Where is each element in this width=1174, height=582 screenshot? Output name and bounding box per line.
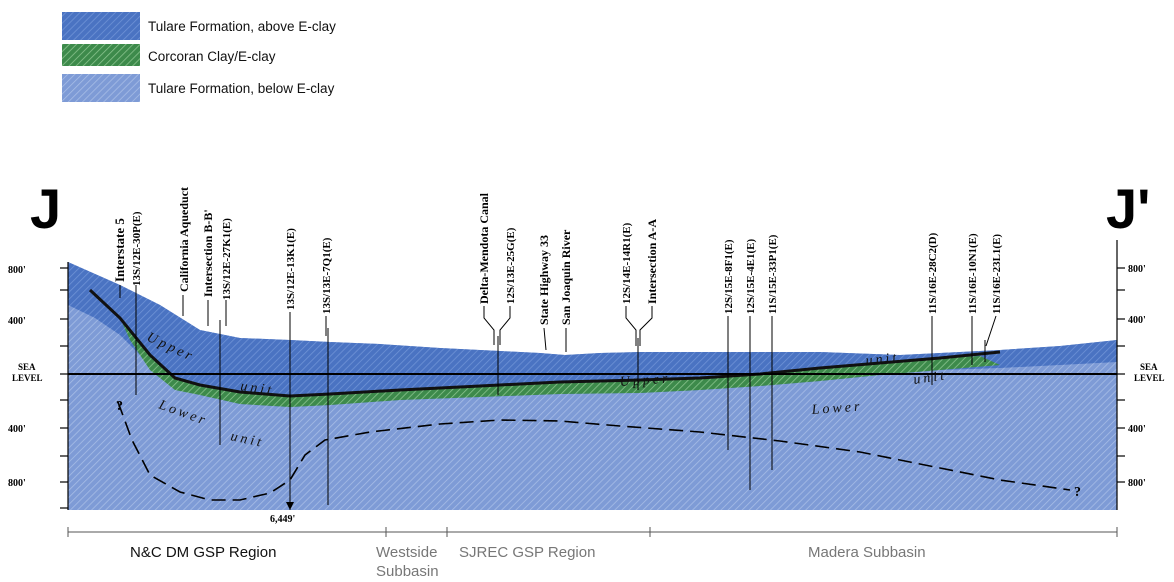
label-13s12e-27k1: 13S/12E-27K1(E): [221, 218, 233, 300]
label-12s15e-8f1: 12S/15E-8F1(E): [723, 239, 735, 314]
label-delta-mendota: Delta-Mendota Canal: [477, 192, 491, 304]
right-tick-400-top: 400': [1128, 315, 1146, 326]
label-intersection-bb: Intersection B-B': [201, 209, 215, 297]
label-13s12e-30p: 13S/12E-30P(E): [131, 211, 143, 286]
label-12s13e-25g: 12S/13E-25G(E): [505, 227, 517, 304]
unit-label-unit-right-upper: unit: [865, 351, 900, 369]
unit-label-unit-right-lower: unit: [912, 368, 948, 388]
unit-label-unit-left-lower: unit: [229, 429, 265, 451]
label-california-aqueduct: California Aqueduct: [177, 187, 191, 292]
label-12s15e-4e1: 12S/15E-4E1(E): [745, 238, 757, 314]
left-tick-400-bottom: 400': [8, 424, 26, 435]
well-labels: Interstate 5 13S/12E-30P(E) California A…: [112, 187, 1003, 325]
elevation-axis-right: [1116, 240, 1125, 510]
right-tick-400-bottom: 400': [1128, 424, 1146, 435]
legend-label-clay: Corcoran Clay/E-clay: [148, 49, 276, 64]
corcoran-clay-band: [120, 318, 1000, 407]
legend: Tulare Formation, above E-clay Corcoran …: [62, 12, 336, 102]
query-left: ?: [116, 399, 123, 414]
label-11s16e-23l1: 11S/16E-23L1(E): [991, 234, 1003, 314]
left-tick-level: LEVEL: [12, 373, 43, 383]
depth-label: 6,449': [270, 514, 296, 525]
legend-swatch-lower: [62, 74, 140, 102]
label-13s13e-7q1: 13S/13E-7Q1(E): [321, 237, 333, 314]
label-interstate-5: Interstate 5: [112, 218, 127, 282]
label-11s15e-33p1: 11S/15E-33P1(E): [767, 234, 779, 314]
right-tick-800-bottom: 800': [1128, 478, 1146, 489]
region-subbasin: Subbasin: [376, 563, 439, 580]
section-label-left: J: [30, 177, 61, 240]
left-tick-400-top: 400': [8, 316, 26, 327]
section-label-right: J': [1106, 177, 1150, 240]
legend-label-upper: Tulare Formation, above E-clay: [148, 19, 336, 34]
region-bracket: [67, 527, 1118, 537]
left-tick-800-top: 800': [8, 265, 26, 276]
label-san-joaquin-river: San Joaquin River: [559, 229, 573, 325]
unit-label-unit-left-upper: unit: [239, 379, 275, 399]
label-state-highway-33: State Highway 33: [537, 235, 551, 325]
query-right: ?: [1074, 485, 1081, 500]
region-westside: Westside: [376, 544, 437, 561]
legend-label-lower: Tulare Formation, below E-clay: [148, 81, 335, 96]
left-tick-800-bottom: 800': [8, 478, 26, 489]
right-tick-sea: SEA: [1140, 362, 1158, 372]
legend-swatch-clay: [62, 44, 140, 66]
left-tick-sea: SEA: [18, 362, 36, 372]
unit-label-upper-center: Upper: [619, 371, 671, 390]
label-11s16e-28c2: 11S/16E-28C2(D): [927, 232, 939, 314]
region-madera: Madera Subbasin: [808, 544, 926, 561]
legend-swatch-upper: [62, 12, 140, 40]
right-tick-level: LEVEL: [1134, 373, 1165, 383]
unit-labels: Upper unit Lower unit Upper unit Lower u…: [144, 330, 948, 451]
elevation-axis-left: [60, 262, 69, 510]
label-11s16e-10n1: 11S/16E-10N1(E): [967, 233, 979, 314]
depth-marker: [286, 502, 294, 510]
well-lines: [135, 285, 986, 510]
label-intersection-aa: Intersection A-A: [645, 219, 659, 304]
label-leaders: [119, 285, 997, 352]
right-tick-800-top: 800': [1128, 264, 1146, 275]
label-12s14e-14r1: 12S/14E-14R1(E): [621, 222, 633, 304]
label-13s12e-13k1: 13S/12E-13K1(E): [285, 228, 297, 310]
region-nc-dm: N&C DM GSP Region: [130, 544, 276, 561]
unit-label-lower-right: Lower: [810, 399, 863, 418]
region-sjrec: SJREC GSP Region: [459, 544, 595, 561]
